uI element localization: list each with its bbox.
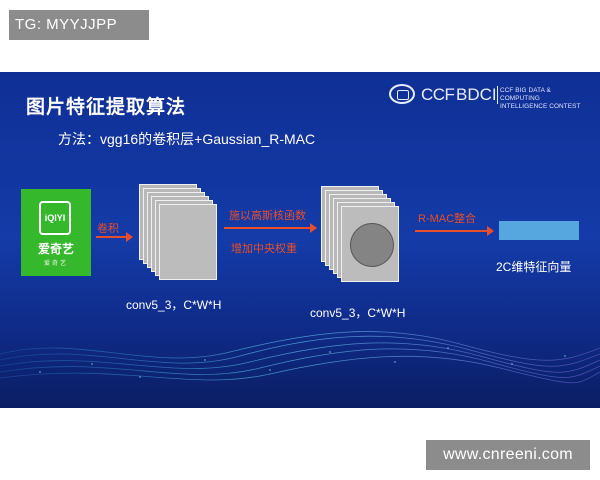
feature-vector-bar: [499, 221, 579, 240]
logo-ccf-text: CCF: [421, 85, 455, 104]
logo-contest-text: CCF BIG DATA & COMPUTING INTELLIGENCE CO…: [500, 87, 589, 111]
arrow-gaussian-label-bottom: 增加中央权重: [231, 243, 297, 255]
stack-2-label: conv5_3，C*W*H: [310, 306, 406, 320]
decorative-waves: [0, 331, 600, 384]
logo-contest-line1: CCF BIG DATA & COMPUTING: [500, 87, 551, 102]
ccf-bdci-logo: CCF BDCI CCF BIG DATA & COMPUTING INTELL…: [389, 84, 589, 111]
logo-bdci-text: BDCI: [456, 85, 497, 104]
iqiyi-input-image: iQIYI 爱奇艺 爱奇艺: [21, 189, 91, 276]
iqiyi-logo-cn: 爱奇艺: [37, 242, 74, 256]
source-tag: TG: MYYJJPP: [9, 10, 149, 40]
iqiyi-logo-mark: iQIYI: [39, 201, 71, 235]
arrow-rmac-label: R-MAC整合: [418, 213, 477, 225]
logo-contest-line2: INTELLIGENCE CONTEST: [500, 103, 581, 110]
gaussian-weight-circle: [350, 223, 394, 267]
slide-title: 图片特征提取算法: [26, 97, 187, 118]
arrow-gaussian: [224, 223, 317, 233]
arrow-rmac: [415, 226, 494, 236]
slide-background: [0, 72, 600, 408]
arrow-gaussian-label-top: 施以高斯核函数: [229, 210, 306, 222]
iqiyi-logo-en: 爱奇艺: [43, 261, 68, 267]
arrow-conv-label: 卷积: [97, 223, 119, 235]
feature-map-sheet-front: [159, 204, 217, 280]
feature-map-sheet-front: [341, 206, 399, 282]
logo-divider: [497, 86, 498, 104]
feature-vector-label: 2C维特征向量: [496, 260, 572, 274]
slide-subtitle: 方法：vgg16的卷积层+Gaussian_R-MAC: [58, 131, 316, 147]
arrow-conv: [96, 232, 133, 242]
ccf-emblem-icon: [389, 84, 415, 104]
stack-1-label: conv5_3，C*W*H: [126, 298, 222, 312]
site-watermark: www.cnreeni.com: [426, 440, 590, 470]
